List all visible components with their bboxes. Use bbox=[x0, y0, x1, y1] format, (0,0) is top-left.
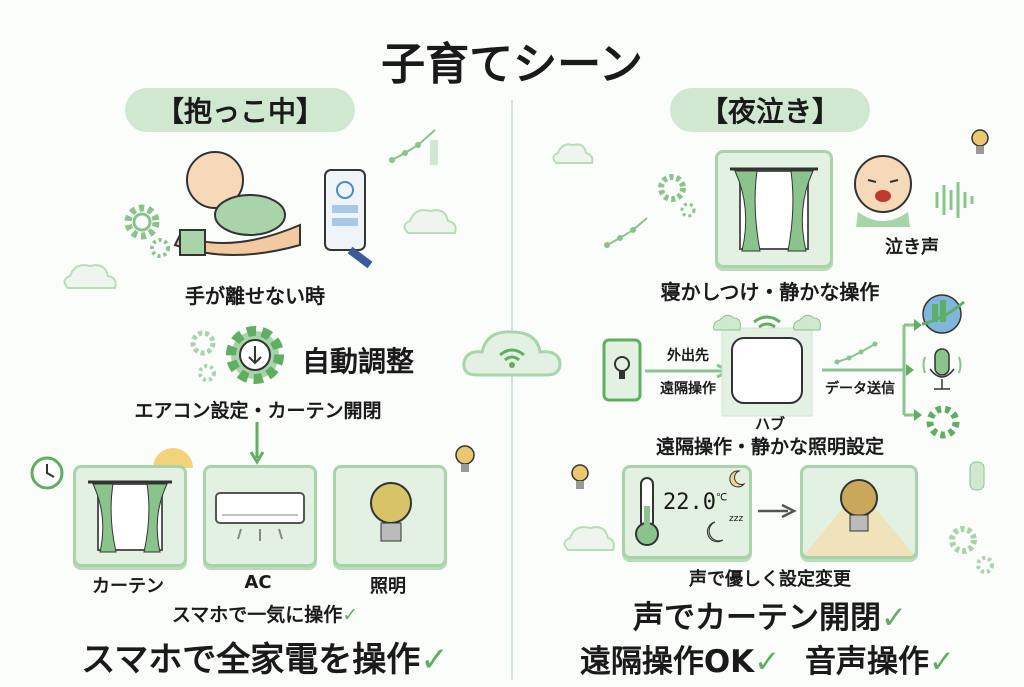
device-card-light[interactable] bbox=[333, 465, 447, 567]
auto-adjust-gear-icon bbox=[226, 326, 284, 384]
curtain-icon bbox=[730, 167, 818, 252]
light-bulb-icon bbox=[971, 129, 989, 154]
calm-operation-text: 寝かしつけ・静かな操作 bbox=[660, 280, 880, 304]
check-icon: ✓ bbox=[929, 644, 955, 680]
gear-icon bbox=[190, 330, 216, 382]
growth-chart-icon bbox=[604, 217, 648, 248]
light-bulb-icon bbox=[571, 464, 589, 489]
cry-label: 泣き声 bbox=[885, 237, 939, 258]
hub-detail: 遠隔操作・静かな照明設定 bbox=[655, 436, 885, 458]
device-label-light: 照明 bbox=[370, 576, 406, 597]
remote-label-top: 外出先 bbox=[667, 348, 709, 364]
voice-caption: 声で優しく設定変更 bbox=[689, 569, 851, 590]
globe-icon bbox=[921, 294, 965, 334]
right-arrow-icon bbox=[758, 503, 797, 519]
check-icon: ✓ bbox=[881, 600, 907, 636]
gear-icon bbox=[658, 174, 696, 218]
curtain-icon bbox=[88, 480, 172, 553]
page-title: 子育てシーン bbox=[381, 39, 643, 90]
cloud-icon bbox=[63, 264, 117, 289]
device-label-ac: AC bbox=[244, 572, 272, 593]
air-conditioner-icon bbox=[215, 492, 305, 541]
down-arrow-icon bbox=[249, 422, 265, 465]
microphone-icon bbox=[922, 348, 962, 390]
cloud-icon bbox=[563, 526, 615, 551]
sleeping-moon-icon bbox=[706, 521, 724, 543]
temperature-value: 22.0℃ bbox=[663, 490, 728, 515]
gear-icon bbox=[949, 526, 994, 574]
thermometer-icon bbox=[635, 477, 659, 546]
growth-chart-icon bbox=[389, 129, 438, 165]
sensor-icon bbox=[969, 461, 985, 491]
thermostat-card[interactable]: 22.0℃ zzz bbox=[622, 465, 752, 559]
check-icon: ✓ bbox=[420, 640, 449, 680]
auto-adjust-label: 自動調整 bbox=[302, 345, 415, 378]
center-divider bbox=[511, 100, 513, 680]
left-main-caption: スマホで全家電を操作✓ bbox=[81, 640, 449, 680]
light-bulb-icon bbox=[455, 445, 475, 472]
device-card-ac[interactable] bbox=[203, 465, 317, 567]
right-main-caption: 声でカーテン開閉✓ bbox=[633, 600, 907, 636]
hub-label: ハブ bbox=[754, 415, 786, 433]
sun-icon bbox=[153, 448, 193, 468]
growth-chart-icon bbox=[834, 341, 878, 365]
auto-adjust-detail: エアコン設定・カーテン開閉 bbox=[134, 400, 382, 422]
cloud-wifi-icon bbox=[462, 330, 562, 377]
temperature-unit: ℃ bbox=[715, 492, 728, 504]
crying-baby-icon bbox=[854, 155, 912, 227]
remote-label-bottom: 遠隔操作 bbox=[660, 381, 716, 397]
light-bulb-icon bbox=[803, 479, 915, 556]
header-night-crying: 【夜泣き】 bbox=[670, 88, 870, 132]
check-icon: ✓ bbox=[754, 644, 781, 680]
gear-icon bbox=[926, 405, 960, 439]
smartphone-icon bbox=[602, 338, 642, 402]
device-label-curtain: カーテン bbox=[92, 576, 164, 597]
moon-icon bbox=[729, 470, 746, 488]
device-card-curtain[interactable] bbox=[73, 465, 187, 567]
data-send-label: データ送信 bbox=[825, 381, 895, 397]
badge-voice: 音声操作✓ bbox=[805, 644, 955, 680]
sleep-z-text: zzz bbox=[729, 514, 744, 524]
smartphone-icon bbox=[324, 169, 373, 269]
branch-arrows-icon bbox=[822, 319, 922, 421]
alarm-clock-icon bbox=[30, 456, 64, 490]
dim-light-card[interactable] bbox=[800, 465, 918, 559]
cloud-icon bbox=[403, 209, 457, 234]
header-holding-baby: 【抱っこ中】 bbox=[125, 88, 355, 132]
check-icon: ✓ bbox=[342, 604, 359, 626]
cloud-icon bbox=[552, 143, 594, 164]
left-sub-caption: スマホで一気に操作✓ bbox=[171, 604, 359, 626]
badge-remote: 遠隔操作OK✓ bbox=[579, 644, 781, 680]
light-bulb-icon bbox=[370, 482, 412, 542]
baby-in-hands-icon bbox=[173, 151, 301, 256]
sound-wave-icon bbox=[935, 182, 974, 218]
situation-text: 手が離せない時 bbox=[185, 284, 325, 308]
curtain-card[interactable] bbox=[715, 150, 833, 268]
gear-icon bbox=[124, 204, 170, 258]
hub-device-icon[interactable] bbox=[712, 308, 822, 418]
